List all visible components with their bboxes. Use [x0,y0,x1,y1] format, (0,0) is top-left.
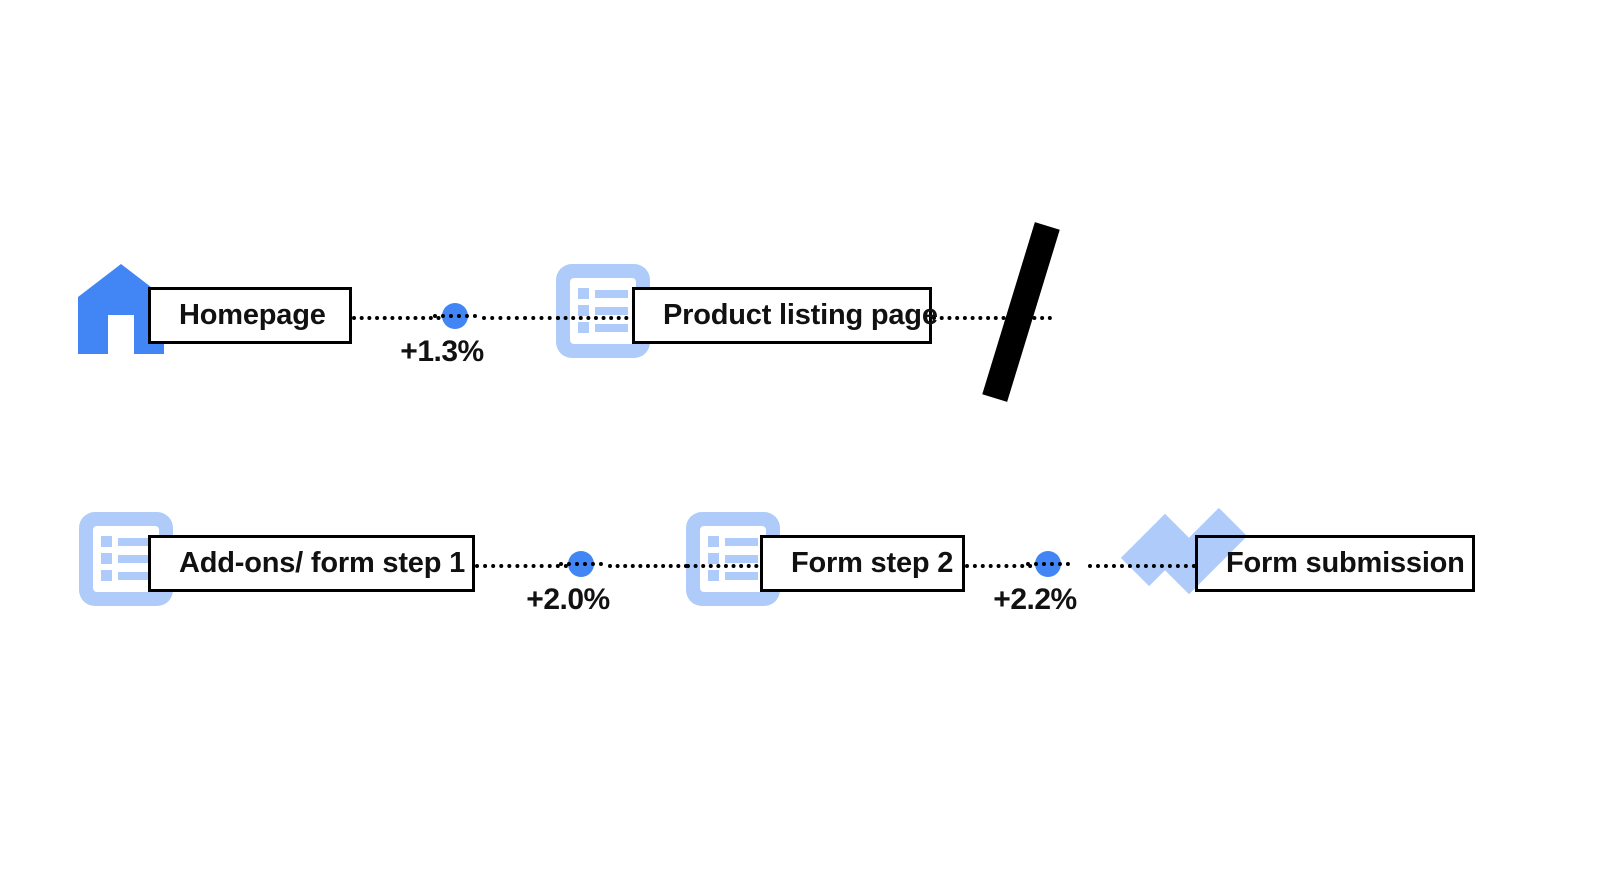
metric-percentage: +2.0% [526,583,610,616]
step-label-form-submission[interactable]: Form submission [1195,535,1475,592]
step-label-text: Form step 2 [791,547,954,579]
list-icon [686,512,780,606]
step-label-product-listing-page[interactable]: Product listing page [632,287,938,344]
step-label-add-ons-form-step-1[interactable]: Add-ons/ form step 1 [148,535,475,592]
connector-over-dot [433,314,477,318]
step-label-text: Add-ons/ form step 1 [179,547,466,579]
connector-plp-to-end [932,316,1052,320]
step-label-text: Homepage [179,299,326,331]
connector-through-plp-icon [556,316,636,320]
connector-uplift3-to-submission [1088,564,1196,568]
step-label-text: Product listing page [663,299,938,331]
connector-over-dot [1026,562,1070,566]
step-label-homepage[interactable]: Homepage [148,287,352,344]
slash-bar-icon [982,222,1060,402]
list-icon [556,264,650,358]
connector-step2-to-submission [965,564,1048,568]
metric-percentage: +1.3% [400,335,484,368]
connector-over-dot [559,562,603,566]
step-label-text: Form submission [1226,547,1465,579]
connector-step1-to-step2 [475,564,568,568]
connector-uplift2-to-step2 [608,564,688,568]
connector-uplift1-to-plp [482,316,560,320]
step-label-form-step-2[interactable]: Form step 2 [760,535,965,592]
check-icon [1120,507,1248,618]
metric-percentage: +2.2% [993,583,1077,616]
connector-homepage-to-plp [352,316,456,320]
house-icon [78,264,164,354]
connector-through-step2-icon [686,564,766,568]
